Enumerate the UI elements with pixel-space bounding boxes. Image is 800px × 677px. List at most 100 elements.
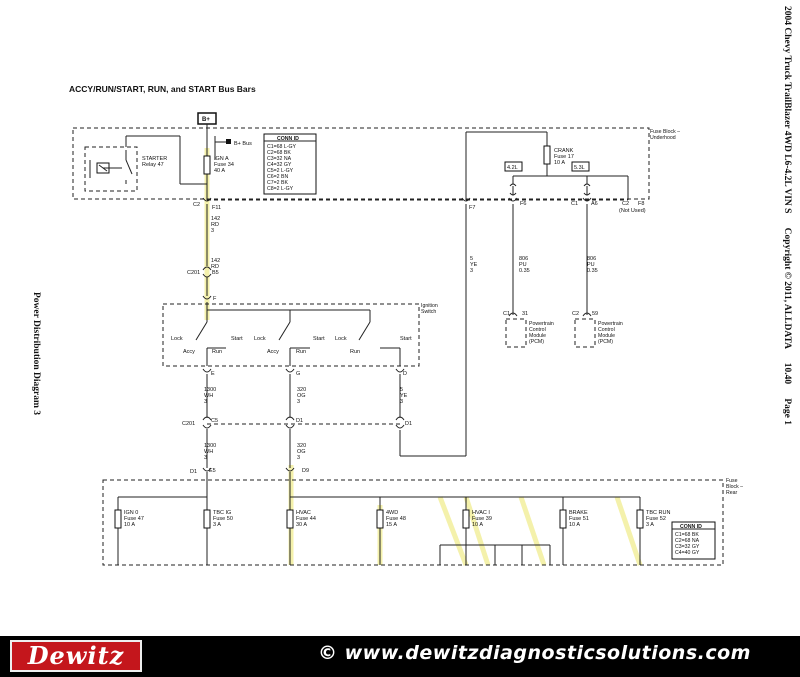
conn-c2-left: C2 [193,202,200,208]
conn-d9: D9 [302,468,309,474]
conn-id-table-bottom [671,521,716,560]
rear-fuse-outputs [117,528,641,565]
rear-fuse-drops [117,497,641,510]
fuse-block-rear-outline [102,479,724,566]
fuse-block-rear-label-2: Block – [726,484,743,490]
wire-142-rd-label-2: RD [211,264,219,270]
wire-806-pu-label-b: 0.35 [587,268,598,274]
conn-d-switch: D [403,371,407,377]
conn-c2-notused: C2 [622,201,629,207]
fuse-block-rear-label-3: Rear [726,490,738,496]
fuse-label-hvaci-rating: 10 A [472,522,483,528]
crank-fuse [543,145,551,165]
bplus-bus-label: B+ Bus [234,141,252,147]
wire-1300-wh-label-b: WH [204,449,213,455]
rear-fuse-labels: IGN 0 Fuse 47 10 A TBC IG Fuse 50 3 A HV… [124,510,670,528]
wire-1300-wh-label-a: 1300 [204,387,216,393]
fuse-label-brake-name: BRAKE [569,510,588,516]
ign-a-fuse [203,155,211,175]
ignition-switch-outline [162,303,420,367]
conn-id-top-row: C1=68 L-GY [267,144,297,150]
website-link[interactable]: © www.dewitzdiagnosticsolutions.com [318,642,751,664]
wire-1300-wh-label-b: 3 [204,455,207,461]
pcm-outline-2 [574,318,596,348]
fuse-label-ign0-rating: 10 A [124,522,135,528]
fuse-label-brake-number: Fuse 51 [569,516,589,522]
wire-142-rd-label: RD [211,222,219,228]
wire-806-pu-label-b: PU [587,262,595,268]
fuse-label-hvaci-number: Fuse 39 [472,516,492,522]
not-used-label: (Not Used) [619,208,646,214]
conn-f11: F11 [212,205,221,211]
wire-5-ye-label: 5 [470,256,473,262]
wire-5-ye-label-b: 5 [400,387,403,393]
fuse-label-tbcrun-number: Fuse 52 [646,516,666,522]
fuse-label-hvac-name: HVAC [296,510,311,516]
wire-5-ye-label-b: YE [400,393,408,399]
fuse-label-tbcrun-name: TBC RUN [646,510,670,516]
switch-lock-1: Lock [171,336,183,342]
conn-id-bottom-row: C1=68 BK [675,532,699,538]
conn-f-switch: F [213,296,217,302]
wire-806-pu-label-a: 0.35 [519,268,530,274]
fuse-label-tbcig-rating: 3 A [213,522,221,528]
wire-320-og-label-b: 3 [297,455,300,461]
crank-label-2: Fuse 17 [554,154,574,160]
footer-bar: Dewitz © www.dewitzdiagnosticsolutions.c… [0,636,800,677]
pcm-outline-1 [505,318,527,348]
fuse-label-4wd-rating: 15 A [386,522,397,528]
pcm-label-1: Module [529,333,546,339]
pcm-label-2: Module [598,333,615,339]
fuse-label-hvac-rating: 30 A [296,522,307,528]
wire-320-og-label-a: OG [297,393,306,399]
wire-1300-wh-label-a: WH [204,393,213,399]
switch-lock-3: Lock [335,336,347,342]
engine-53-option-box [571,161,590,172]
wire-142-rd-label-2: 142 [211,258,220,264]
fuse-label-4wd-name: 4WD [386,510,398,516]
conn-c201-mid: C201 [182,421,195,427]
switch-start-2: Start [313,336,325,342]
wire-320-og-label-b: OG [297,449,306,455]
diagram-title: ACCY/RUN/START, RUN, and START Bus Bars [69,84,256,94]
rear-fuse-bodies [114,509,644,529]
battery-positive-label: B+ [202,117,210,123]
wire-320-og-label-a: 320 [297,387,306,393]
fuse-label-4wd-number: Fuse 48 [386,516,406,522]
conn-b5: B5 [212,270,219,276]
wire-5-ye-label-b: 3 [400,399,403,405]
conn-id-top-row: C2=68 BK [267,150,291,156]
page-header-vertical: 2004 Chevy Truck TrailBlazer 4WD L6-4.2L… [782,6,793,425]
ignition-switch-label-1: Ignition [421,303,438,309]
wire-5-ye-label: YE [470,262,478,268]
fuse-block-rear-label-1: Fuse [726,478,738,484]
conn-c1-top: C1 [571,201,578,207]
starter-relay-label-2: Relay 47 [142,162,164,168]
engine-42-option-label: 4.2L [507,165,518,171]
fuse-block-underhood-label-1: Fuse Block – [650,129,680,135]
pcm-label-2: Control [598,327,615,333]
switch-start-3: Start [400,336,412,342]
fuse-label-ign0-name: IGN 0 [124,510,138,516]
pcm-label-2: (PCM) [598,339,613,345]
conn-id-top-row: C8=2 L-GY [267,186,294,192]
wire-806-pu-label-b: 806 [587,256,596,262]
ign-a-label-3: 40 A [214,168,225,174]
conn-id-top-row: C6=2 BN [267,174,288,180]
conn-id-top-row: C3=32 NA [267,156,292,162]
conn-f6: F6 [520,201,526,207]
fuse-label-tbcig-number: Fuse 50 [213,516,233,522]
conn-id-bottom-header: CONN ID [680,524,702,530]
fuse-label-hvaci-name: HVAC I [472,510,490,516]
bplus-bus-terminal [226,139,231,144]
conn-c2-pcm: C2 [572,311,579,317]
conn-f7: F7 [469,205,475,211]
conn-id-bottom-row: C3=32 GY [675,544,700,550]
pin-59: 59 [592,311,598,317]
conn-c1-pcm: C1 [503,311,510,317]
fuse-block-underhood-outline [72,127,650,200]
dewitz-logo[interactable]: Dewitz [10,640,142,672]
highlighted-circuits [204,148,643,566]
wire-142-rd-label: 3 [211,228,214,234]
crank-label-1: CRANK [554,148,574,154]
